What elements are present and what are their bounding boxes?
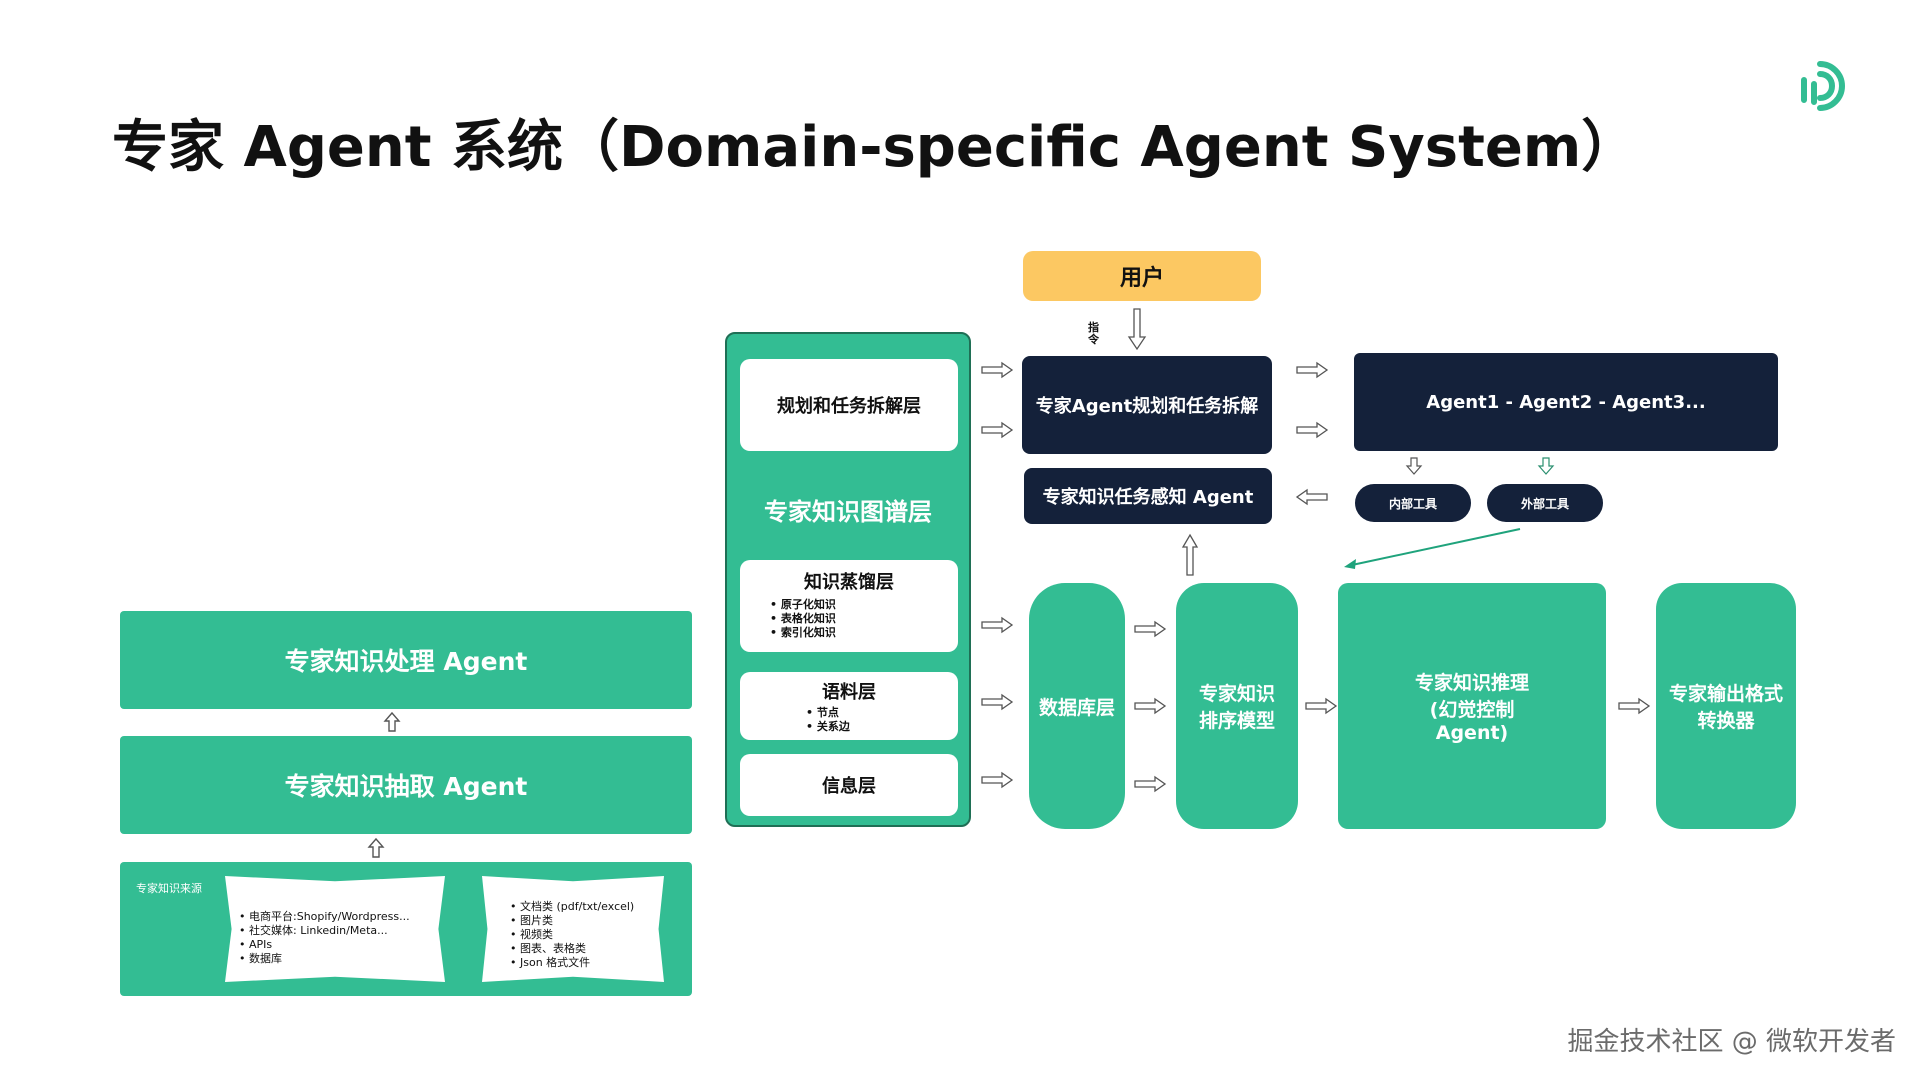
internal-tools-label: 内部工具	[1388, 496, 1437, 511]
right-arrow-icon	[1134, 620, 1167, 638]
corpus-layer-box: 语料层 节点 关系边	[740, 672, 958, 740]
down-arrow-icon	[1405, 457, 1423, 475]
up-arrow-icon	[367, 837, 385, 858]
left-arrow-icon	[1295, 488, 1328, 506]
external-tools-box: 外部工具	[1487, 484, 1603, 522]
list-item: 节点	[806, 706, 850, 720]
right-arrow-icon	[981, 616, 1014, 634]
info-layer-label: 信息层	[822, 776, 876, 797]
down-arrow-icon	[1127, 308, 1147, 351]
list-item: 索引化知识	[770, 626, 836, 640]
processing-agent-box: 专家知识处理 Agent	[120, 611, 692, 709]
file-upload-list: 文档类 (pdf/txt/excel) 图片类 视频类 图表、表格类 Json …	[510, 900, 634, 970]
knowledge-graph-title: 专家知识图谱层	[764, 498, 932, 526]
corpus-layer-list: 节点 关系边	[806, 706, 850, 734]
distill-layer-list: 原子化知识 表格化知识 索引化知识	[770, 598, 836, 640]
output-converter-label: 专家输出格式转换器	[1668, 683, 1783, 732]
ranking-model-box: 专家知识排序模型	[1176, 583, 1298, 829]
distill-layer-box: 知识蒸馏层 原子化知识 表格化知识 索引化知识	[740, 560, 958, 652]
user-label: 用户	[1119, 266, 1164, 291]
right-arrow-icon	[1134, 775, 1167, 793]
internal-tools-box: 内部工具	[1355, 484, 1471, 522]
right-arrow-icon	[1296, 361, 1329, 379]
watermark-text: 掘金技术社区 @ 微软开发者	[1567, 1027, 1896, 1057]
instruction-label: 指令	[1088, 321, 1099, 346]
planning-agent-box: 专家Agent规划和任务拆解	[1022, 356, 1272, 454]
extraction-agent-label: 专家知识抽取 Agent	[284, 772, 528, 801]
planning-agent-label: 专家Agent规划和任务拆解	[1035, 396, 1259, 417]
diagonal-connector-arrow	[1344, 528, 1521, 569]
right-arrow-icon	[1134, 697, 1167, 715]
knowledge-graph-panel: 规划和任务拆解层 专家知识图谱层 知识蒸馏层 原子化知识 表格化知识 索引化知识…	[725, 332, 971, 827]
right-arrow-icon	[981, 421, 1014, 439]
user-box: 用户	[1023, 251, 1261, 301]
list-item: APIs	[239, 938, 410, 952]
down-arrow-icon	[1537, 457, 1555, 475]
third-party-card: 第三方平台 电商平台:Shopify/Wordpress... 社交媒体: Li…	[225, 876, 445, 982]
third-party-title: 第三方平台	[304, 888, 365, 902]
list-item: 文档类 (pdf/txt/excel)	[510, 900, 634, 914]
database-layer-label: 数据库层	[1038, 696, 1115, 719]
distill-layer-title: 知识蒸馏层	[804, 572, 894, 593]
knowledge-source-box: 专家知识来源 第三方平台 电商平台:Shopify/Wordpress... 社…	[120, 862, 692, 996]
perception-agent-label: 专家知识任务感知 Agent	[1042, 487, 1254, 508]
output-converter-box: 专家输出格式转换器	[1656, 583, 1796, 829]
agents-chain-label: Agent1 - Agent2 - Agent3...	[1426, 391, 1706, 413]
planning-layer-box: 规划和任务拆解层	[740, 359, 958, 451]
planning-layer-label: 规划和任务拆解层	[777, 396, 921, 417]
right-arrow-icon	[1618, 697, 1651, 715]
ranking-model-label: 专家知识排序模型	[1198, 683, 1275, 732]
list-item: 原子化知识	[770, 598, 836, 612]
info-layer-box: 信息层	[740, 754, 958, 816]
list-item: 图表、表格类	[510, 942, 634, 956]
reasoning-agent-label: 专家知识推理 (幻觉控制 Agent)	[1414, 672, 1529, 744]
knowledge-source-label: 专家知识来源	[136, 882, 202, 895]
list-item: 关系边	[806, 720, 850, 734]
processing-agent-label: 专家知识处理 Agent	[284, 647, 528, 676]
agents-chain-box: Agent1 - Agent2 - Agent3...	[1354, 353, 1778, 451]
list-item: 数据库	[239, 952, 410, 966]
right-arrow-icon	[1296, 421, 1329, 439]
list-item: Json 格式文件	[510, 956, 634, 970]
logo-icon	[1792, 58, 1848, 114]
third-party-list: 电商平台:Shopify/Wordpress... 社交媒体: Linkedin…	[239, 910, 410, 966]
list-item: 视频类	[510, 928, 634, 942]
page-title: 专家 Agent 系统（Domain-specific Agent System…	[112, 115, 1638, 180]
list-item: 社交媒体: Linkedin/Meta...	[239, 924, 410, 938]
database-layer-box: 数据库层	[1029, 583, 1125, 829]
up-arrow-icon	[383, 711, 401, 732]
file-upload-title: 文件上传	[548, 888, 597, 902]
right-arrow-icon	[981, 361, 1014, 379]
list-item: 图片类	[510, 914, 634, 928]
perception-agent-box: 专家知识任务感知 Agent	[1024, 468, 1272, 524]
list-item: 表格化知识	[770, 612, 836, 626]
extraction-agent-box: 专家知识抽取 Agent	[120, 736, 692, 834]
file-upload-card: 文件上传 文档类 (pdf/txt/excel) 图片类 视频类 图表、表格类 …	[482, 876, 664, 982]
list-item: 电商平台:Shopify/Wordpress...	[239, 910, 410, 924]
right-arrow-icon	[981, 771, 1014, 789]
right-arrow-icon	[981, 693, 1014, 711]
right-arrow-icon	[1305, 697, 1338, 715]
external-tools-label: 外部工具	[1520, 496, 1569, 511]
up-arrow-icon	[1181, 533, 1199, 576]
corpus-layer-title: 语料层	[822, 682, 876, 703]
reasoning-agent-box: 专家知识推理 (幻觉控制 Agent)	[1338, 583, 1606, 829]
